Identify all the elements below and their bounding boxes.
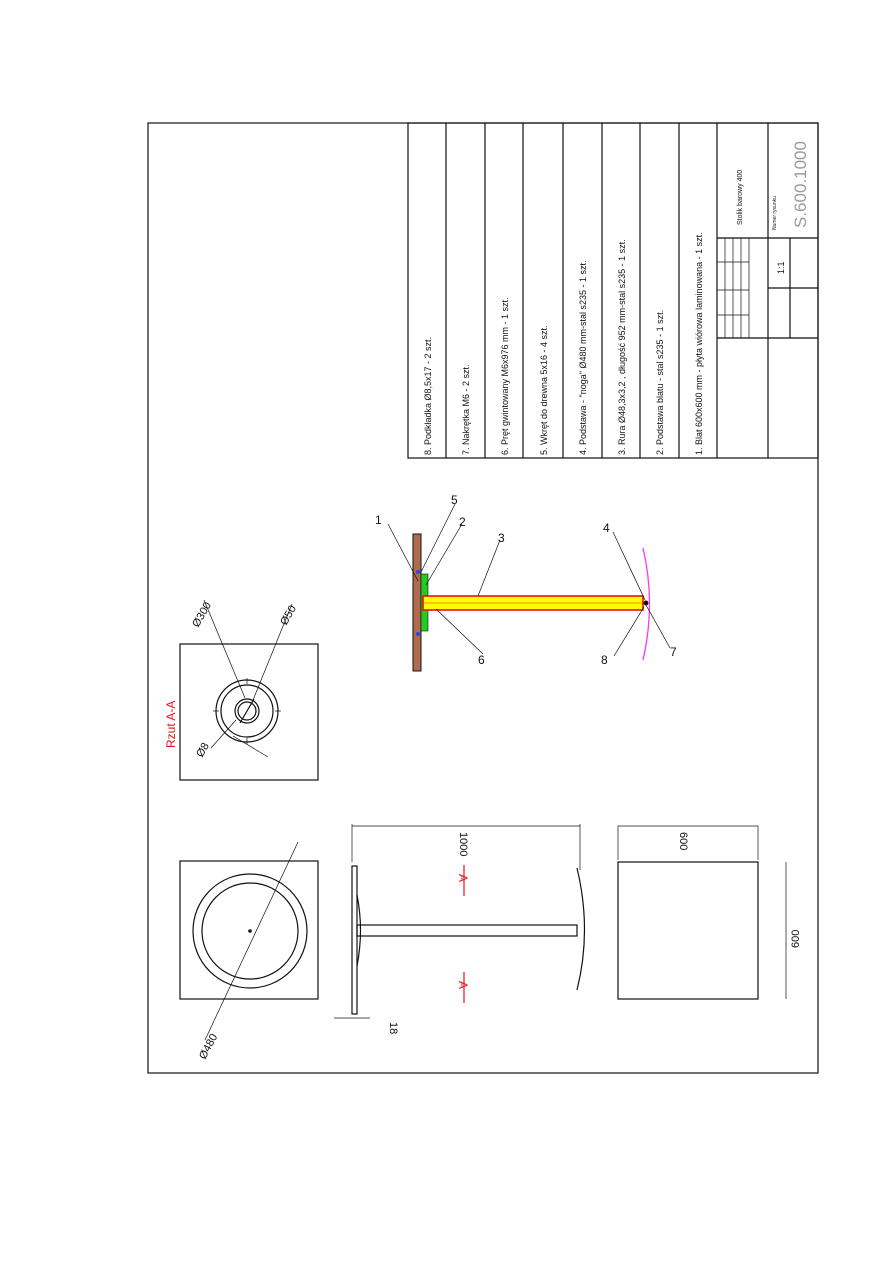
side-view: 600 600 [617,825,802,1000]
section-title: Rzut A-A [164,701,178,748]
section-mark-a-right: A [456,874,470,882]
bom-frame [407,122,819,459]
dim-thickness-18: 18 [387,1022,399,1034]
title-block: Stolik barowy 400 1:1 Numer rysunku S.60… [717,141,818,339]
pillar [356,924,578,937]
callout-3: 3 [498,531,505,545]
product-name: Stolik barowy 400 [737,170,744,225]
callout-6: 6 [478,653,485,667]
callout-2: 2 [459,515,466,529]
drawing-scale: 1:1 [776,261,786,274]
section-view: Rzut A-A Ø300 Ø50 Ø8 [164,599,319,781]
front-view: 1000 18 A A [334,824,586,1034]
dim-height-1000: 1000 [457,832,469,856]
part-base [642,547,651,661]
dim-width-600: 600 [677,832,689,850]
dim-d8: Ø8 [194,741,212,760]
section-frame [179,643,319,781]
dim-d480: Ø480 [197,1032,220,1061]
bom-row-6: 6. Pręt gwintowany M6x976 mm - 1 szt. [500,297,510,455]
bom-row-1: 1. Blat 600x600 mm - płyta wiórowa lamin… [694,232,704,455]
section-mark-a-left: A [456,981,470,989]
dim-depth-600: 600 [790,930,802,948]
drawing-number: S.600.1000 [791,141,810,228]
bom-row-4: 4. Podstawa - "noga" Ø480 mm-stal s235 -… [578,261,588,455]
callout-7: 7 [670,645,677,659]
side-box [617,861,759,1000]
bom-row-5: 5. Wkręt do drewna 5x16 - 4 szt. [539,325,549,455]
callout-4: 4 [603,521,610,535]
bom-row-2: 2. Podstawa blatu - stal s235 - 1 szt. [655,310,665,455]
drawing-number-label: Numer rysunku [772,196,778,230]
callout-5: 5 [451,493,458,507]
part-board [412,533,422,672]
bom-row-8: 8. Podkładka Ø8,5x17 - 2 szt. [423,337,433,455]
callout-1: 1 [375,513,382,527]
bom-row-3: 3. Rura Ø48,3x3,2 , długość 952 mm-stal … [617,239,627,455]
top-view-frame [179,860,319,1000]
bill-of-materials: 8. Podkładka Ø8,5x17 - 2 szt. 7. Nakrętk… [407,122,819,459]
table-top-edge [351,865,358,1015]
top-view: Ø480 [179,841,319,1061]
callout-8: 8 [601,653,608,667]
bom-row-7: 7. Nakrętka M6 - 2 szt. [461,364,471,455]
dim-d50: Ø50 [278,603,299,627]
assembly-view: 1 5 2 3 4 6 8 7 [375,493,677,672]
